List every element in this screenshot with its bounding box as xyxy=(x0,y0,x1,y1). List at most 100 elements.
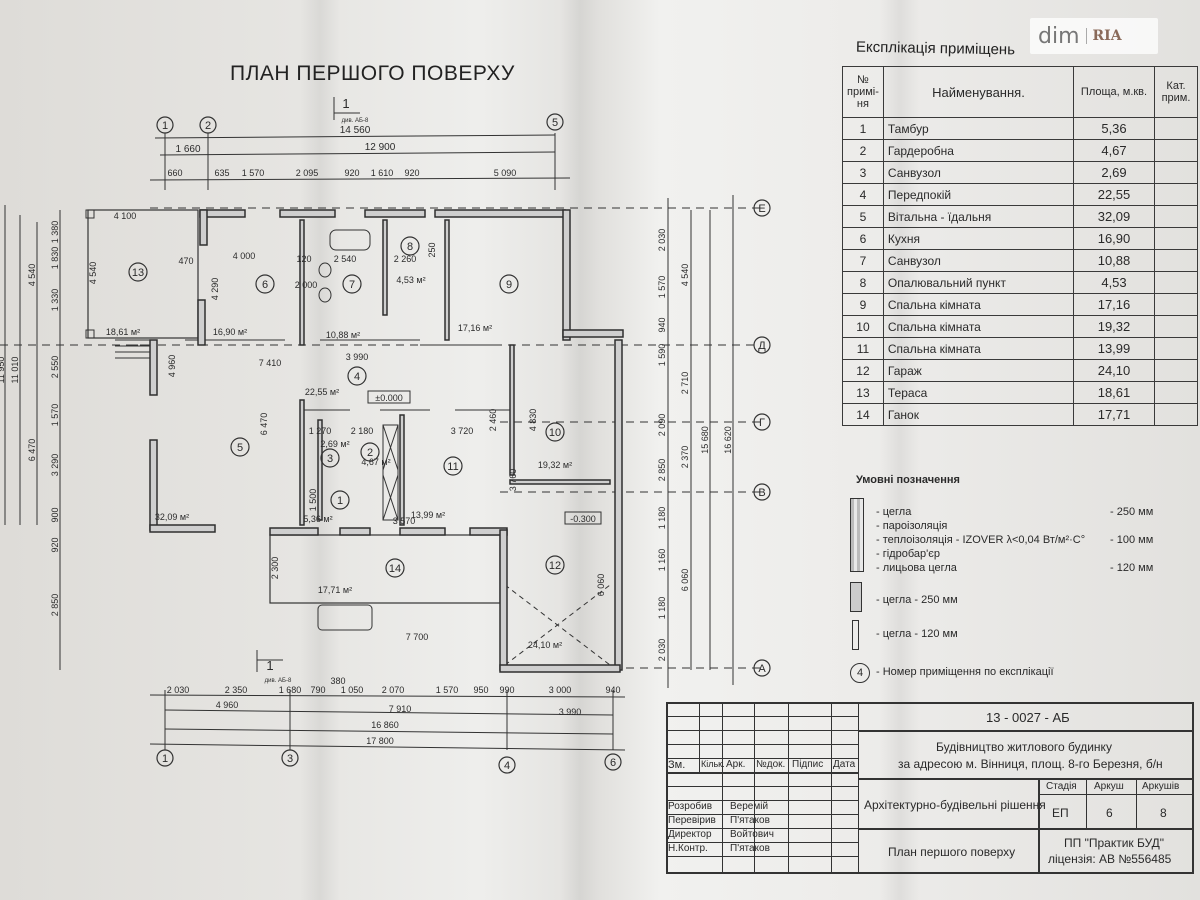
room-category xyxy=(1154,271,1198,294)
dimension-label: 920 xyxy=(344,168,359,178)
room-area: 2,69 xyxy=(1073,161,1155,184)
dimension-label: 2 000 xyxy=(295,280,318,290)
dimension-label: 380 xyxy=(330,676,345,686)
wall-composite-symbol xyxy=(850,498,864,572)
dimension-label: 1 610 xyxy=(371,168,394,178)
dimension-label: 6 060 xyxy=(680,569,690,592)
dimension-label: 2 370 xyxy=(680,446,690,469)
wall xyxy=(339,527,371,536)
dimension-label: 4 960 xyxy=(167,355,177,378)
dimension-label: 4 830 xyxy=(528,409,538,432)
dimension-label: 3 000 xyxy=(549,685,572,695)
section-ref: див. АБ-8 xyxy=(265,678,292,684)
dimension-label: 5 090 xyxy=(494,168,517,178)
brick-250-symbol xyxy=(850,582,862,612)
room-number: 9 xyxy=(842,293,884,316)
room-number: 5 xyxy=(842,205,884,228)
axis-bubble-top: 1 xyxy=(162,120,168,132)
tb-header: Арк. xyxy=(726,759,746,770)
section-number: 1 xyxy=(342,96,349,111)
dimension-label: 3 570 xyxy=(393,516,416,526)
dimension-label: 1 570 xyxy=(657,276,667,299)
dimension-label: 4 540 xyxy=(27,264,37,287)
room-number-bubble: 4 xyxy=(354,371,360,383)
tb-person: Веремій xyxy=(730,801,769,812)
room-category xyxy=(1154,315,1198,338)
room-number-marker: 4 xyxy=(850,663,870,683)
tb-project-line1: Будівництво житлового будинку xyxy=(936,740,1112,754)
dimension-label: 920 xyxy=(50,537,60,552)
room-number-bubble: 5 xyxy=(237,442,243,454)
axis-bubble-bottom: 3 xyxy=(287,753,293,765)
dimension-label: 12 900 xyxy=(365,142,396,153)
wall xyxy=(269,527,319,536)
elevation-box xyxy=(367,390,411,404)
dim-line xyxy=(149,177,571,181)
room-number-bubble: 9 xyxy=(506,279,512,291)
room-category xyxy=(1154,359,1198,382)
dimension-label: 940 xyxy=(605,685,620,695)
room-area: 4,53 xyxy=(1073,271,1155,294)
dim-line xyxy=(154,134,556,139)
legend-brick120: - цегла - 120 мм xyxy=(876,628,958,640)
garage-cross xyxy=(504,584,611,666)
legend-value: - 250 мм xyxy=(1110,506,1154,518)
tb-sheet-label: Аркуш xyxy=(1094,781,1124,792)
room-name: Тамбур xyxy=(882,117,1075,140)
room-name: Ганок xyxy=(882,403,1075,426)
room-category xyxy=(1154,381,1198,404)
wall xyxy=(399,414,405,526)
room-name: Санвузол xyxy=(882,249,1075,272)
room-area-label: 10,88 м² xyxy=(326,330,360,340)
dimension-label: 250 xyxy=(427,242,437,257)
explication-title: Експлікація приміщень xyxy=(855,38,1016,59)
terrace-post xyxy=(85,209,95,219)
dimension-label: 120 xyxy=(296,254,311,264)
wall xyxy=(614,339,623,671)
room-category xyxy=(1154,183,1198,206)
legend-item: - гідробар'єр xyxy=(876,548,940,560)
wall xyxy=(434,209,566,218)
room-number-bubble-circle xyxy=(400,236,420,256)
axis-bubble-right: В xyxy=(758,487,765,499)
dimension-label: 1 050 xyxy=(341,685,364,695)
room-number-bubble-circle xyxy=(545,555,565,575)
dim-line xyxy=(164,709,614,716)
room-category xyxy=(1154,403,1198,426)
axis-bubble-right-circle xyxy=(753,659,771,677)
room-name: Кухня xyxy=(882,227,1075,250)
room-name: Тераса xyxy=(882,381,1075,404)
dimension-label: 1 270 xyxy=(309,426,332,436)
room-name: Спальна кімната xyxy=(882,315,1075,338)
room-number-bubble: 12 xyxy=(549,560,561,572)
dimension-label: 660 xyxy=(167,168,182,178)
terrace-post xyxy=(85,329,95,339)
dimension-label: 2 030 xyxy=(167,685,190,695)
room-area: 5,36 xyxy=(1073,117,1155,140)
axis-bubble-right: Г xyxy=(759,417,765,429)
room-name: Вітальна - їдальня xyxy=(882,205,1075,228)
room-area: 19,32 xyxy=(1073,315,1155,338)
tb-header: Зм. xyxy=(668,759,686,771)
wall xyxy=(509,344,515,476)
legend-item: - пароізоляція xyxy=(876,520,948,532)
room-area: 17,16 xyxy=(1073,293,1155,316)
room-number-bubble-circle xyxy=(385,558,405,578)
porch-steps xyxy=(317,604,373,631)
tb-person: П'ятаков xyxy=(730,815,770,826)
axis-bubble-bottom: 6 xyxy=(610,757,616,769)
room-area-label: 19,32 м² xyxy=(538,460,572,470)
room-category xyxy=(1154,293,1198,316)
brick-120-symbol xyxy=(852,620,859,650)
col-num: № примі-ня xyxy=(842,66,884,118)
dimension-label: 15 680 xyxy=(700,426,710,454)
tb-role: Директор xyxy=(668,829,712,840)
dimension-label: 7 910 xyxy=(389,704,412,714)
tb-section: Архітектурно-будівельні рішення xyxy=(864,798,1046,812)
tb-stage-label: Стадія xyxy=(1046,781,1077,792)
dimension-label: 7 410 xyxy=(259,358,282,368)
